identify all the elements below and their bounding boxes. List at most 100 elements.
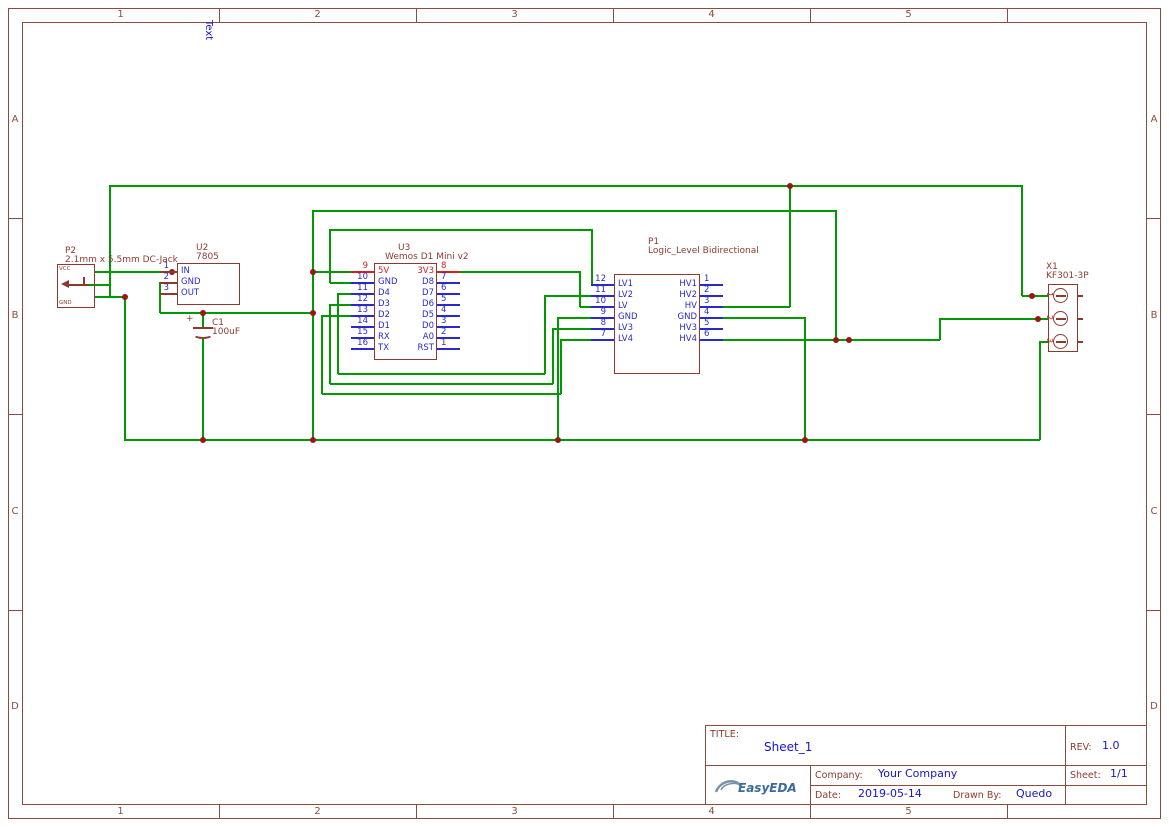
drawn-by-value[interactable]: Quedo bbox=[1016, 787, 1053, 800]
capacitor-plate[interactable] bbox=[193, 330, 213, 339]
pin-line[interactable] bbox=[437, 293, 460, 295]
wire-segment[interactable] bbox=[591, 229, 593, 285]
wire-segment[interactable] bbox=[159, 282, 161, 313]
wire-segment[interactable] bbox=[124, 296, 126, 440]
wire-segment[interactable] bbox=[330, 383, 553, 385]
component-value[interactable]: Wemos D1 Mini v2 bbox=[385, 252, 469, 262]
wire-segment[interactable] bbox=[313, 271, 351, 273]
pin-line[interactable] bbox=[351, 315, 374, 317]
wire-segment[interactable] bbox=[338, 373, 545, 375]
date-value[interactable]: 2019-05-14 bbox=[858, 787, 922, 800]
pin-line[interactable] bbox=[351, 326, 374, 328]
pin-line[interactable] bbox=[591, 339, 614, 341]
wire-segment[interactable] bbox=[723, 306, 790, 308]
pin-line[interactable] bbox=[700, 317, 723, 319]
wire-segment[interactable] bbox=[321, 315, 323, 394]
wire-segment[interactable] bbox=[330, 229, 592, 231]
wire-segment[interactable] bbox=[561, 339, 614, 341]
pin-line[interactable] bbox=[591, 328, 614, 330]
pin-line[interactable] bbox=[437, 304, 460, 306]
component-value[interactable]: Logic_Level Bidirectional bbox=[648, 246, 759, 256]
wire-segment[interactable] bbox=[110, 185, 1022, 187]
pin-line[interactable] bbox=[351, 282, 374, 284]
sheet-value[interactable]: 1/1 bbox=[1110, 767, 1128, 780]
component-x1-body[interactable] bbox=[1048, 284, 1078, 352]
pin-line[interactable] bbox=[700, 306, 723, 308]
wire-segment[interactable] bbox=[560, 339, 562, 394]
wire-segment[interactable] bbox=[940, 318, 1048, 320]
pin-line[interactable] bbox=[591, 284, 614, 286]
pin-line[interactable] bbox=[437, 282, 460, 284]
rev-value[interactable]: 1.0 bbox=[1102, 739, 1120, 752]
component-ref[interactable]: C1 bbox=[212, 318, 225, 328]
wire-segment[interactable] bbox=[723, 317, 805, 319]
component-ref[interactable]: X1 bbox=[1046, 262, 1058, 272]
component-p2-body[interactable] bbox=[57, 264, 95, 308]
component-u3-body[interactable] bbox=[374, 263, 437, 360]
component-ref[interactable]: P1 bbox=[648, 237, 660, 247]
wire-segment[interactable] bbox=[124, 439, 1040, 441]
wire-segment[interactable] bbox=[460, 271, 580, 273]
pin-line[interactable] bbox=[160, 293, 177, 295]
pin-line[interactable] bbox=[351, 293, 374, 295]
wire-segment[interactable] bbox=[109, 185, 111, 297]
component-ref[interactable]: P2 bbox=[65, 246, 77, 256]
capacitor-plate[interactable] bbox=[193, 327, 213, 329]
pin-line[interactable] bbox=[437, 326, 460, 328]
pin-line[interactable] bbox=[700, 295, 723, 297]
wire-segment[interactable] bbox=[835, 210, 837, 340]
component-p1-body[interactable] bbox=[614, 274, 700, 374]
wire-segment[interactable] bbox=[95, 271, 175, 273]
component-ref[interactable]: U2 bbox=[196, 243, 209, 253]
wire-segment[interactable] bbox=[202, 312, 204, 328]
pin-line[interactable] bbox=[591, 306, 614, 308]
wire-segment[interactable] bbox=[329, 304, 331, 384]
wire-segment[interactable] bbox=[558, 317, 614, 319]
wire-segment[interactable] bbox=[338, 293, 351, 295]
wire-segment[interactable] bbox=[1040, 341, 1048, 343]
pin-line[interactable] bbox=[700, 328, 723, 330]
wire-segment[interactable] bbox=[330, 304, 351, 306]
wire-segment[interactable] bbox=[579, 271, 581, 307]
pin-line[interactable] bbox=[1078, 341, 1083, 343]
component-value[interactable]: 2.1mm x 5.5mm DC-Jack bbox=[65, 255, 178, 265]
wire-segment[interactable] bbox=[1022, 295, 1048, 297]
wire-segment[interactable] bbox=[322, 315, 351, 317]
pin-line[interactable] bbox=[437, 337, 460, 339]
pin-line[interactable] bbox=[351, 348, 374, 350]
pin-line[interactable] bbox=[1078, 295, 1083, 297]
wire-segment[interactable] bbox=[202, 339, 204, 440]
wire-segment[interactable] bbox=[337, 293, 339, 374]
wire-segment[interactable] bbox=[330, 282, 351, 284]
wire-segment[interactable] bbox=[313, 210, 836, 212]
sheet-title[interactable]: Sheet_1 bbox=[764, 740, 813, 754]
pin-line[interactable] bbox=[351, 337, 374, 339]
company-value[interactable]: Your Company bbox=[878, 767, 958, 780]
pin-line[interactable] bbox=[700, 284, 723, 286]
wire-segment[interactable] bbox=[557, 317, 559, 440]
pin-line[interactable] bbox=[437, 271, 460, 273]
wire-segment[interactable] bbox=[1039, 341, 1041, 440]
wire-segment[interactable] bbox=[552, 328, 554, 384]
pin-line[interactable] bbox=[437, 315, 460, 317]
pin-line[interactable] bbox=[591, 295, 614, 297]
wire-segment[interactable] bbox=[939, 318, 941, 340]
wire-segment[interactable] bbox=[95, 296, 125, 298]
wire-segment[interactable] bbox=[312, 210, 314, 440]
pin-line[interactable] bbox=[160, 282, 177, 284]
component-value[interactable]: 7805 bbox=[196, 252, 219, 262]
pin-line[interactable] bbox=[437, 348, 460, 350]
pin-line[interactable] bbox=[700, 339, 723, 341]
wire-segment[interactable] bbox=[322, 393, 561, 395]
wire-segment[interactable] bbox=[544, 295, 546, 374]
wire-segment[interactable] bbox=[160, 312, 313, 314]
wire-segment[interactable] bbox=[1021, 185, 1023, 296]
free-text-label[interactable]: Text bbox=[203, 20, 214, 41]
pin-line[interactable] bbox=[160, 271, 177, 273]
component-ref[interactable]: U3 bbox=[398, 243, 411, 253]
pin-line[interactable] bbox=[1078, 318, 1083, 320]
wire-segment[interactable] bbox=[553, 328, 614, 330]
component-value[interactable]: 100uF bbox=[212, 327, 241, 337]
pin-line[interactable] bbox=[351, 271, 374, 273]
